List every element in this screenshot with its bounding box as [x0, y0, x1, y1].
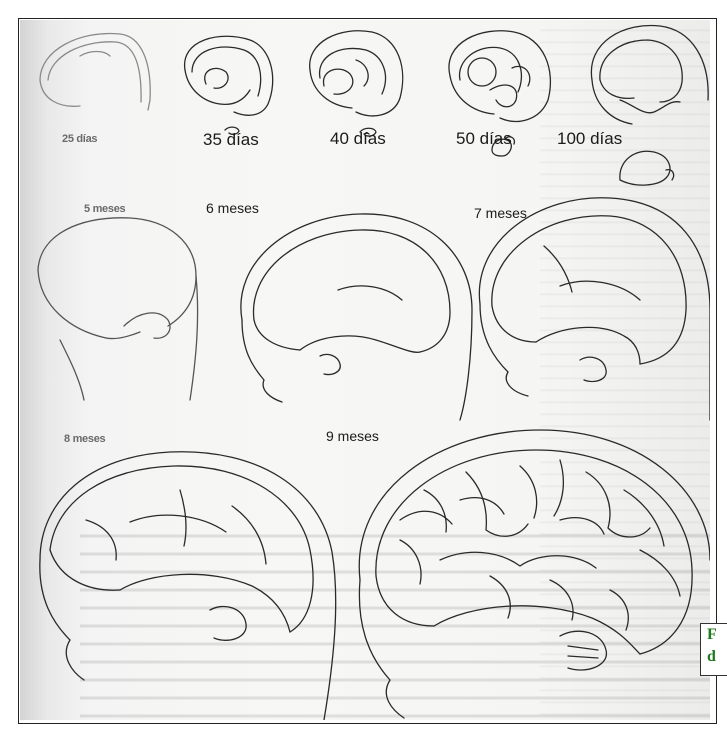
embryo-100-days: [591, 25, 708, 185]
fetus-6-months: [241, 214, 472, 420]
fetus-7-months: [479, 198, 710, 420]
embryo-40-days: [310, 31, 403, 136]
label-25-days: 25 días: [62, 133, 97, 145]
fetus-5-months: [38, 218, 198, 400]
fetus-9-months: [359, 430, 710, 718]
label-5-months: 5 meses: [84, 203, 125, 215]
fetus-8-months: [40, 452, 336, 720]
embryo-35-days: [185, 36, 273, 134]
label-50-days: 50 días: [456, 129, 512, 149]
label-9-months: 9 meses: [326, 428, 379, 444]
label-40-days: 40 días: [330, 129, 386, 149]
caption-line-2: d: [701, 646, 727, 668]
label-100-days: 100 días: [557, 129, 622, 149]
label-35-days: 35 días: [203, 130, 259, 150]
label-8-months: 8 meses: [64, 433, 105, 445]
label-6-months: 6 meses: [206, 200, 259, 216]
label-7-months: 7 meses: [474, 205, 527, 221]
embryo-25-days: [40, 33, 150, 110]
brain-development-illustration: [20, 20, 710, 720]
caption-line-1: F: [701, 624, 727, 646]
figure-caption: F d: [700, 623, 727, 676]
